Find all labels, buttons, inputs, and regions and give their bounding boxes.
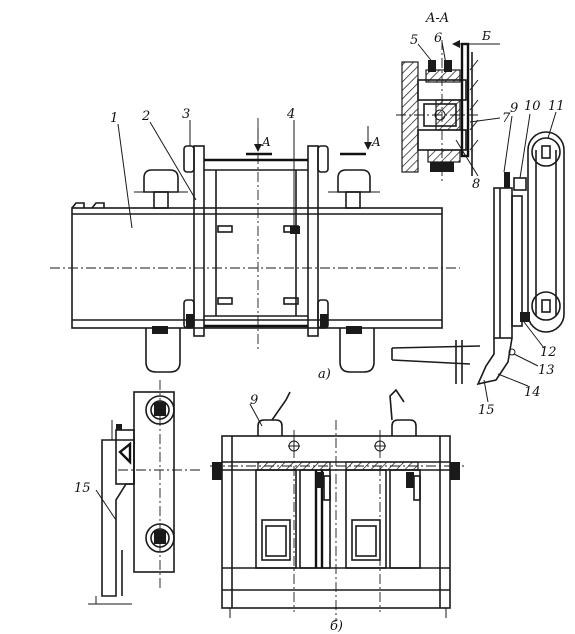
clamp-right xyxy=(337,169,371,193)
side-pulley-bottom xyxy=(145,523,175,553)
label-2: 2 xyxy=(141,109,150,124)
clamp-left xyxy=(143,169,179,193)
foot-left xyxy=(145,328,181,373)
roller-top-right xyxy=(317,145,329,173)
label-5: 5 xyxy=(410,33,418,48)
label-8: 8 xyxy=(472,177,480,192)
label-6: 6 xyxy=(434,31,442,46)
label-15: 15 xyxy=(478,403,495,418)
section-title: A-A xyxy=(425,11,449,26)
foot-right xyxy=(339,328,375,373)
bracket-plate-right xyxy=(307,145,319,337)
label-11: 11 xyxy=(548,99,565,114)
detail-mark: Б xyxy=(481,29,491,43)
label-7: 7 xyxy=(502,111,511,126)
carriage-right xyxy=(345,469,387,569)
label-1: 1 xyxy=(110,111,118,126)
front-view-b: 9 б) xyxy=(210,388,464,634)
label-9: 9 xyxy=(510,101,518,116)
cut-mark-right: A xyxy=(371,135,381,149)
side-view-b: 15 xyxy=(74,380,200,605)
side-slide xyxy=(101,439,135,597)
section-hatch-left xyxy=(401,61,419,173)
cut-mark-left: A xyxy=(261,135,271,149)
label-4: 4 xyxy=(286,107,295,122)
label-14: 14 xyxy=(524,385,541,400)
lower-shoe xyxy=(476,337,513,386)
label-12: 12 xyxy=(540,345,557,360)
label-9-bottom: 9 xyxy=(250,393,258,408)
fork-arm xyxy=(391,345,481,365)
label-3: 3 xyxy=(182,107,190,122)
bracket-plate-left xyxy=(193,145,205,337)
label-15-left: 15 xyxy=(74,481,91,496)
pulley-bottom xyxy=(531,291,561,321)
front-clamp-left xyxy=(257,419,283,436)
belt-frame xyxy=(527,131,565,333)
pulley-top xyxy=(531,137,561,167)
side-pulley-top xyxy=(145,395,175,425)
front-clamp-right xyxy=(391,419,417,436)
section-a-a: A-A Б 5 6 7 8 xyxy=(396,11,511,192)
label-13: 13 xyxy=(538,363,555,378)
label-10: 10 xyxy=(524,99,541,114)
view-b-caption: б) xyxy=(330,619,343,634)
column-main xyxy=(493,187,513,339)
view-a-caption: а) xyxy=(318,367,331,382)
roller-top-left xyxy=(183,145,195,173)
side-lift-assembly: 9 10 11 12 13 14 15 xyxy=(391,99,565,418)
main-view-a: A A 1 2 3 4 а) xyxy=(50,107,460,382)
carriage-left xyxy=(255,469,297,569)
